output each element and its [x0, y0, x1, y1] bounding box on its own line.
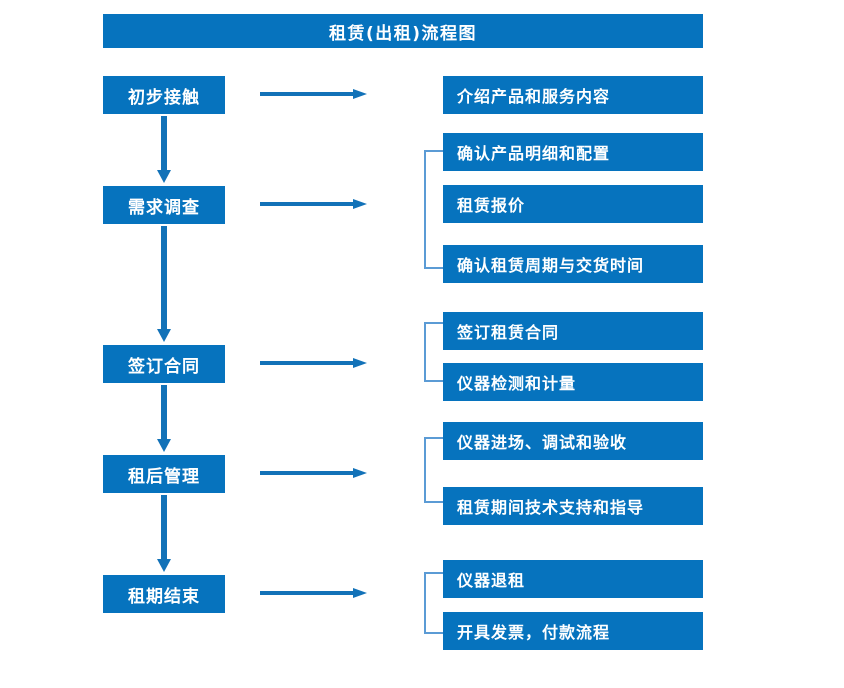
vertical-arrow-4	[155, 495, 173, 573]
stage-box-post-rental-management[interactable]: 租后管理	[103, 455, 225, 493]
bracket-end-of-term-group	[423, 572, 443, 634]
flowchart-title: 租赁(出租)流程图	[103, 14, 703, 48]
horizontal-arrow-5	[260, 587, 368, 599]
stage-box-initial-contact[interactable]: 初步接触	[103, 76, 225, 114]
vertical-arrow-2	[155, 226, 173, 343]
detail-box-confirm-rental-period[interactable]: 确认租赁周期与交货时间	[443, 245, 703, 283]
horizontal-arrow-4	[260, 467, 368, 479]
detail-box-rental-quotation[interactable]: 租赁报价	[443, 185, 703, 223]
vertical-arrow-1	[155, 116, 173, 184]
bracket-requirement-group	[423, 150, 443, 269]
stage-box-sign-contract[interactable]: 签订合同	[103, 345, 225, 383]
bracket-contract-group	[423, 322, 443, 382]
horizontal-arrow-1	[260, 88, 368, 100]
detail-box-technical-support[interactable]: 租赁期间技术支持和指导	[443, 487, 703, 525]
detail-box-invoice-payment[interactable]: 开具发票，付款流程	[443, 612, 703, 650]
stage-box-requirement-survey[interactable]: 需求调查	[103, 186, 225, 224]
detail-box-introduce-products[interactable]: 介绍产品和服务内容	[443, 76, 703, 114]
horizontal-arrow-3	[260, 357, 368, 369]
detail-box-confirm-product-spec[interactable]: 确认产品明细和配置	[443, 133, 703, 171]
bracket-post-rental-group	[423, 437, 443, 503]
detail-box-instrument-entry-commissioning[interactable]: 仪器进场、调试和验收	[443, 422, 703, 460]
detail-box-instrument-return[interactable]: 仪器退租	[443, 560, 703, 598]
horizontal-arrow-2	[260, 198, 368, 210]
vertical-arrow-3	[155, 385, 173, 453]
detail-box-sign-rental-contract[interactable]: 签订租赁合同	[443, 312, 703, 350]
stage-box-end-of-lease[interactable]: 租期结束	[103, 575, 225, 613]
detail-box-instrument-inspection[interactable]: 仪器检测和计量	[443, 363, 703, 401]
